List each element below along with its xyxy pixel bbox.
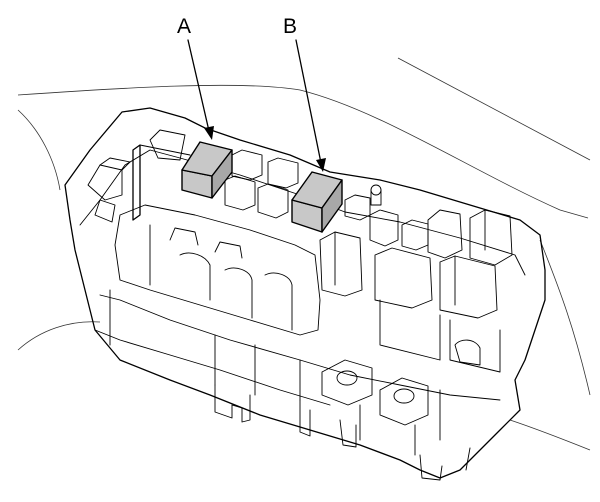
fuse-a-side — [211, 149, 233, 199]
callout-a: A — [177, 15, 214, 140]
label-a: A — [177, 15, 191, 38]
fuse-a-highlight — [181, 141, 233, 199]
relay-blocks — [87, 129, 513, 456]
fuse-box-housing — [64, 107, 546, 481]
fuse-b-side — [321, 179, 343, 233]
label-b: B — [283, 15, 297, 38]
arrowhead-b — [316, 158, 326, 172]
leader-line-a — [187, 39, 210, 132]
leader-line-b — [295, 39, 322, 164]
fuse-b-highlight — [291, 171, 343, 233]
inner-cover — [114, 204, 321, 336]
callout-b: B — [283, 15, 326, 172]
arrowhead-a — [204, 126, 214, 140]
vehicle-body-lines — [17, 57, 591, 451]
